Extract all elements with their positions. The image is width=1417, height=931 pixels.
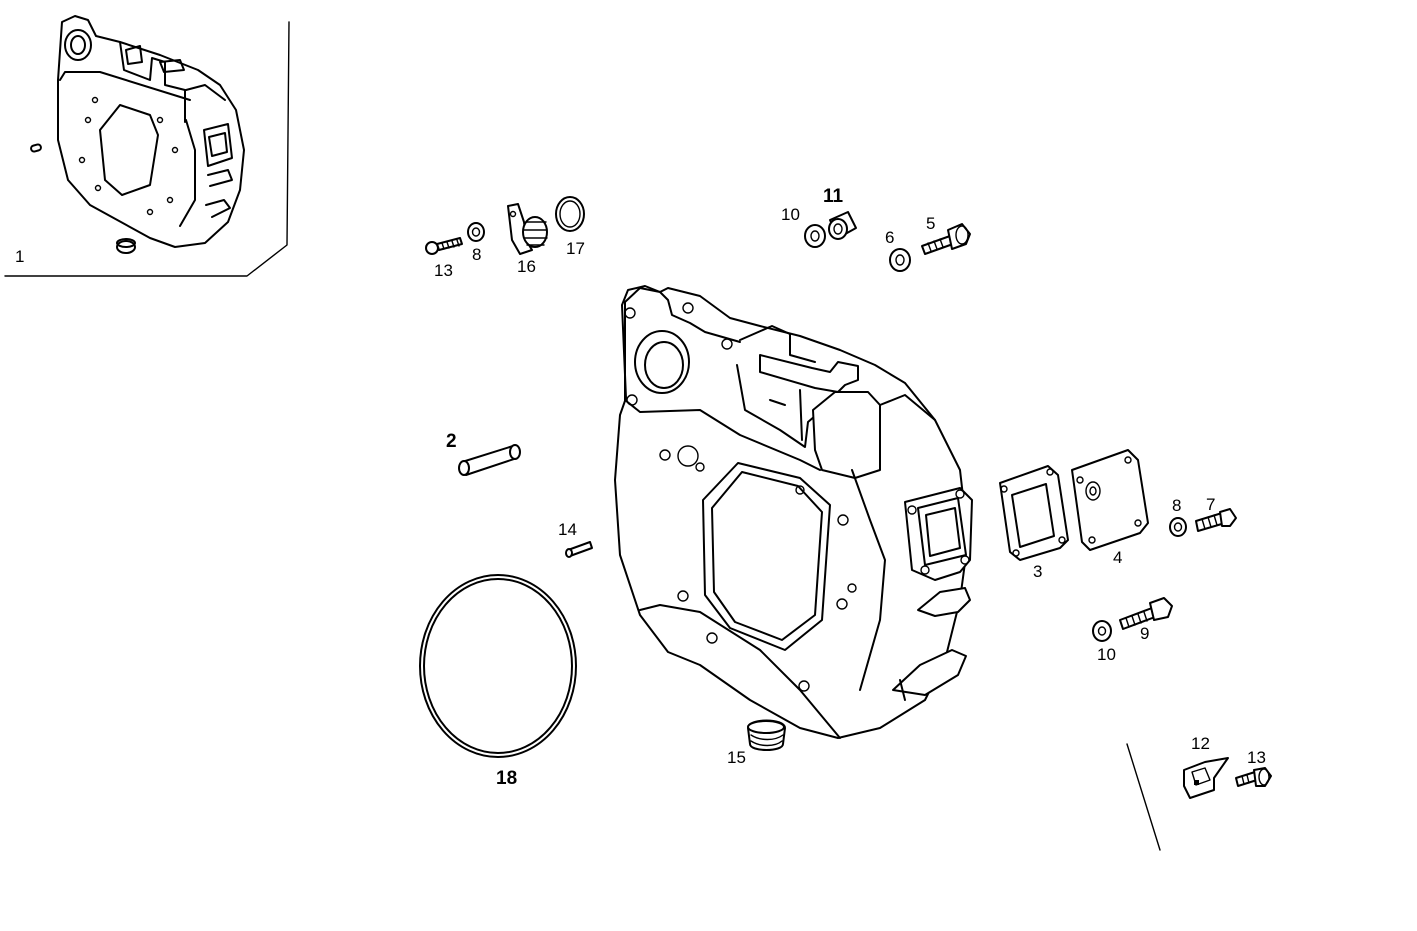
part-6-washer <box>889 248 911 272</box>
callout-10-upper: 10 <box>781 205 800 224</box>
part-8-washer-right <box>1169 517 1187 537</box>
part-9-bolt <box>1119 597 1173 630</box>
part-2-dowel-pin <box>458 444 521 476</box>
callout-2: 2 <box>446 431 457 452</box>
part-3-gasket <box>999 465 1069 561</box>
part-5-bolt <box>921 223 971 255</box>
callout-6: 6 <box>885 228 895 247</box>
callout-9: 9 <box>1140 624 1150 643</box>
callout-7: 7 <box>1206 495 1216 514</box>
part-10-washer-upper <box>804 224 826 248</box>
part-13-screw-upper <box>425 237 463 255</box>
flywheel-housing <box>614 285 973 739</box>
callout-15: 15 <box>727 748 746 767</box>
part-7-screw <box>1195 508 1237 532</box>
callout-10-lower: 10 <box>1097 645 1116 664</box>
callout-8-right: 8 <box>1172 496 1182 515</box>
part-12-pointer <box>1183 757 1229 799</box>
part-14-small-pin <box>565 541 593 558</box>
callout-3: 3 <box>1033 562 1043 581</box>
callout-13-upper: 13 <box>434 261 453 280</box>
callout-16: 16 <box>517 257 536 276</box>
callout-14: 14 <box>558 520 577 539</box>
inset-housing-drawing <box>30 15 245 254</box>
callout-17: 17 <box>566 239 585 258</box>
callout-11: 11 <box>823 186 844 207</box>
part-8-washer-upper <box>467 222 485 242</box>
callout-8-upper: 8 <box>472 245 482 264</box>
callout-5: 5 <box>926 214 936 233</box>
callout-18: 18 <box>496 768 518 789</box>
callout-4: 4 <box>1113 548 1123 567</box>
part-17-ring <box>555 196 585 232</box>
callout-1: 1 <box>15 247 25 266</box>
part-10-washer-lower <box>1092 620 1112 642</box>
part-4-cover-plate <box>1071 449 1149 551</box>
part-15-plug <box>747 719 786 751</box>
callout-12: 12 <box>1191 734 1210 753</box>
part-16-clamp <box>507 203 548 255</box>
part-18-o-ring <box>419 574 577 758</box>
leader-line <box>1126 743 1161 851</box>
part-11-nut <box>828 211 857 240</box>
inset-frame <box>4 21 290 277</box>
part-13-screw-lower <box>1235 767 1272 787</box>
callout-13-lower: 13 <box>1247 748 1266 767</box>
